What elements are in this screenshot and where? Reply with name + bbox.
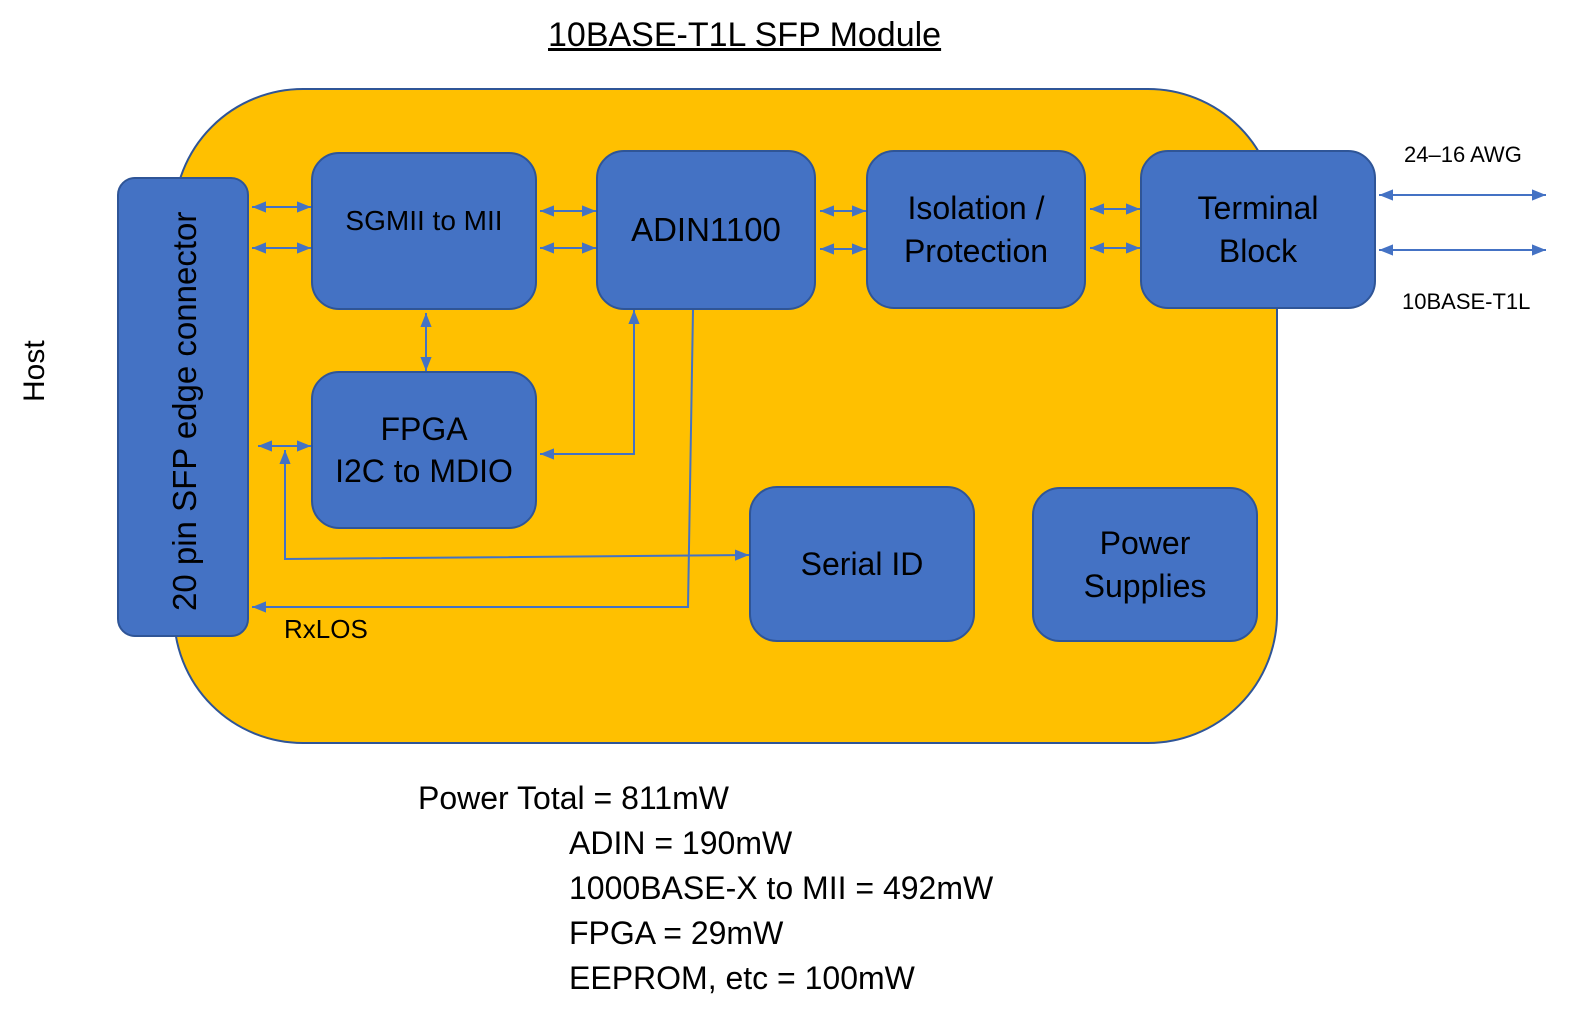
sgmii-to-mii-block: SGMII to MII	[311, 152, 537, 310]
power-item: EEPROM, etc = 100mW	[569, 960, 915, 996]
power-item: FPGA = 29mW	[569, 915, 784, 951]
rxlos-label: RxLOS	[284, 614, 368, 644]
diagram-title: 10BASE-T1L SFP Module	[548, 16, 942, 54]
isolation-protection-block: Isolation / Protection	[866, 150, 1086, 309]
adin-rxlos-link	[252, 309, 694, 613]
edge-serial-id-i2c-link	[279, 450, 750, 561]
terminal-block-label: Terminal Block	[1197, 190, 1319, 269]
awg-label: 24–16 AWG	[1404, 142, 1522, 167]
adin1100-block: ADIN1100	[596, 150, 816, 310]
power-supplies-block: Power Supplies	[1032, 487, 1258, 642]
sfp-edge-connector	[117, 177, 249, 637]
sgmii-to-mii-label: SGMII to MII	[345, 204, 503, 236]
power-item: ADIN = 190mW	[569, 825, 793, 861]
t1l-label: 10BASE-T1L	[1402, 289, 1531, 314]
serial-id-block: Serial ID	[749, 486, 975, 642]
fpga-adin-mdio-link	[540, 310, 640, 460]
isolation-protection-label: Isolation / Protection	[903, 190, 1049, 269]
power-item: 1000BASE-X to MII = 492mW	[569, 870, 994, 906]
terminal-block: Terminal Block	[1140, 150, 1376, 309]
power-total: Power Total = 811mW	[418, 780, 729, 816]
serial-id-label: Serial ID	[800, 545, 924, 582]
power-supplies-label: Power Supplies	[1083, 525, 1207, 604]
adin1100-label: ADIN1100	[631, 211, 781, 249]
